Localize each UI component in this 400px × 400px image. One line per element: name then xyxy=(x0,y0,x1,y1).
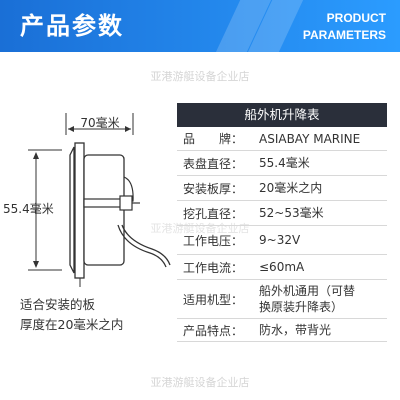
spec-row-cutout-diameter: 挖孔直径： 52~53毫米 xyxy=(177,201,387,226)
depth-dimension: 70毫米 xyxy=(65,113,134,135)
caption-line1: 适合安装的板 xyxy=(20,297,96,312)
gauge-side-diagram: 70毫米 55.4毫米 xyxy=(3,113,171,287)
spec-value: 9~32V xyxy=(259,233,301,247)
watermark-top: 亚港游艇设备企业店 xyxy=(150,70,250,83)
spec-value-line2: 换原装升降表） xyxy=(259,300,344,314)
gauge-cable xyxy=(121,224,171,266)
spec-row-panel-thickness: 安装板厚： 20毫米之内 xyxy=(177,176,387,201)
header-banner: 产品参数 PRODUCT PARAMETERS xyxy=(0,0,400,52)
spec-value: 防水，带背光 xyxy=(259,323,332,337)
diameter-dimension: 55.4毫米 xyxy=(3,149,62,271)
gauge-body xyxy=(83,154,125,266)
spec-label: 品 牌： xyxy=(183,132,244,146)
gauge-bezel xyxy=(69,146,75,274)
spec-label: 工作电流： xyxy=(183,260,244,275)
spec-label: 表盘直径： xyxy=(183,156,244,171)
spec-label: 安装板厚： xyxy=(183,181,244,196)
spec-value: 20毫米之内 xyxy=(259,181,323,195)
spec-row-brand: 品 牌： ASIABAY MARINE xyxy=(177,127,387,151)
watermark-bottom: 亚港游艇设备企业店 xyxy=(150,376,250,389)
spec-label: 产品特点： xyxy=(183,323,244,338)
depth-label: 70毫米 xyxy=(80,115,119,130)
spec-value: 52~53毫米 xyxy=(259,206,324,220)
spec-value: 55.4毫米 xyxy=(259,156,310,170)
banner-subtitle-line1: PRODUCT xyxy=(326,11,386,25)
spec-row-voltage: 工作电压： 9~32V xyxy=(177,226,387,255)
mounting-panel xyxy=(74,142,85,279)
caption-line2: 厚度在20毫米之内 xyxy=(20,317,124,332)
diameter-label: 55.4毫米 xyxy=(3,201,54,216)
spec-row-dial-diameter: 表盘直径： 55.4毫米 xyxy=(177,151,387,176)
spec-row-current: 工作电流： ≤60mA xyxy=(177,255,387,280)
spec-value-line1: 船外机通用（可替 xyxy=(259,284,356,298)
mounting-nut xyxy=(119,195,133,211)
banner-subtitle-line2: PARAMETERS xyxy=(302,28,386,42)
banner-title: 产品参数 xyxy=(20,12,124,40)
spec-label: 挖孔直径： xyxy=(183,206,244,221)
spec-value: ASIABAY MARINE xyxy=(259,131,361,146)
spec-table-title: 船外机升降表 xyxy=(177,103,387,127)
spec-label: 工作电压： xyxy=(183,233,244,248)
spec-value: 船外机通用（可替 换原装升降表） xyxy=(255,283,355,315)
spec-label: 适用机型： xyxy=(183,292,244,307)
spec-value: ≤60mA xyxy=(259,260,305,274)
spec-row-features: 产品特点： 防水，带背光 xyxy=(177,319,387,342)
spec-row-compatible-models: 适用机型： 船外机通用（可替 换原装升降表） xyxy=(177,280,387,319)
